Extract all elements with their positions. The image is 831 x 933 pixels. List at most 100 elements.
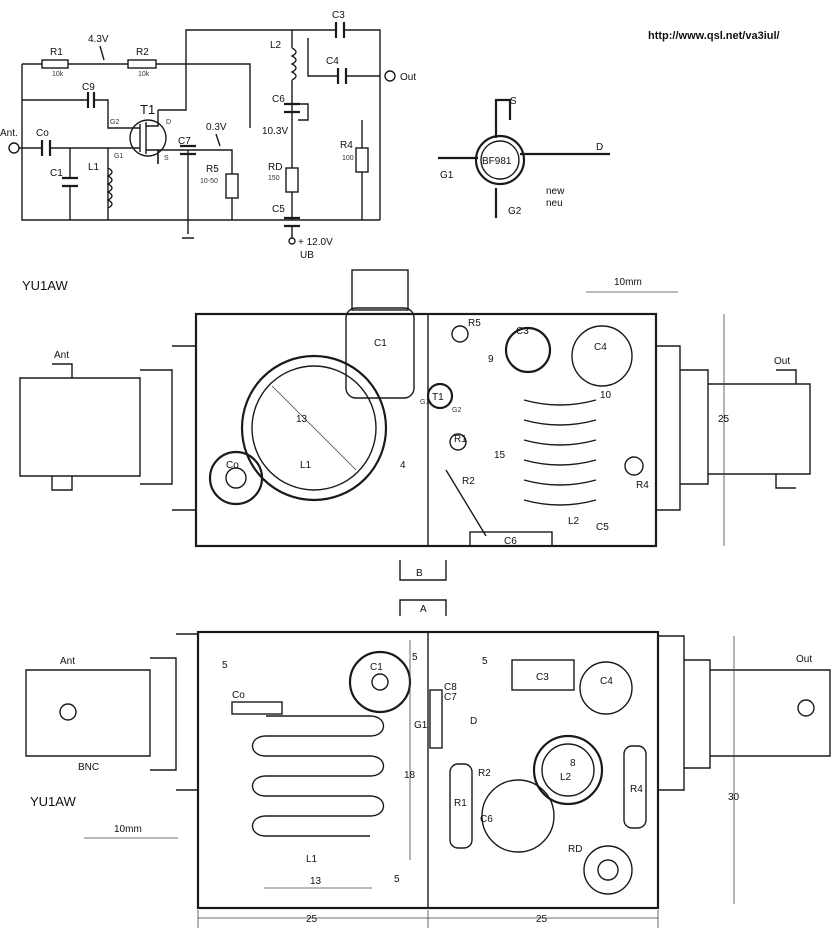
- source-url[interactable]: http://www.qsl.net/va3iul/: [648, 30, 780, 42]
- top-label-t1: T1: [432, 392, 444, 403]
- top-c1-cap: [351, 269, 409, 311]
- inductor-l1: [106, 167, 113, 209]
- bottom-label-c1: C1: [370, 662, 383, 673]
- capacitor-c3: [334, 22, 346, 38]
- bottom-label-c7: C7: [444, 692, 457, 703]
- top-label-r4: R4: [636, 480, 649, 491]
- top-co-trimmer: [208, 450, 264, 506]
- top-label-r5: R5: [468, 318, 481, 329]
- top-box: [194, 312, 658, 548]
- top-ant: Ant: [54, 350, 69, 361]
- bottom-label-rd: RD: [568, 844, 582, 855]
- resistor-r2: [127, 59, 157, 69]
- bottom-label-d: D: [470, 716, 477, 727]
- bf981-package: BF981 S D G1 G2 new neu: [438, 96, 610, 218]
- package-pin-g2: G2: [508, 206, 522, 217]
- top-t1: [426, 382, 454, 410]
- top-dim-9: 9: [488, 354, 494, 365]
- bottom-c6: [481, 779, 555, 853]
- label-out: Out: [400, 72, 416, 83]
- bottom-label-l2: L2: [560, 772, 572, 783]
- label-ant: Ant.: [0, 128, 18, 139]
- bottom-label-c3: C3: [536, 672, 549, 683]
- inductor-l2: [290, 47, 297, 81]
- top-l2-coil: [523, 399, 597, 506]
- label-s: S: [164, 155, 169, 162]
- top-dim-25: 25: [718, 414, 730, 425]
- top-l1-coil: [240, 354, 388, 502]
- top-label-c4: C4: [594, 342, 607, 353]
- top-dim-4: 4: [400, 460, 406, 471]
- label-c4: C4: [326, 56, 339, 67]
- voltage-supply: + 12.0V: [298, 237, 333, 248]
- top-layout: YU1AW 10mm Ant Out C1 L1 13 Co 4 T1 R5 R…: [19, 269, 811, 616]
- label-c1: C1: [50, 168, 63, 179]
- package-pin-g1: G1: [440, 170, 454, 181]
- value-r2: 10k: [138, 71, 150, 78]
- top-dim-10: 10: [600, 390, 612, 401]
- label-c6: C6: [272, 94, 285, 105]
- package-name: BF981: [482, 156, 512, 167]
- top-label-r1: R1: [454, 434, 467, 445]
- bottom-c1-trimmer: [348, 650, 412, 714]
- top-out: Out: [774, 356, 790, 367]
- section-mark-b: B: [416, 568, 423, 579]
- package-pin-s: S: [510, 96, 517, 107]
- resistor-r5: [225, 173, 239, 199]
- bottom-dim-8: 8: [570, 758, 576, 769]
- bottom-out: Out: [796, 654, 812, 665]
- bottom-dim-5c: 5: [482, 656, 488, 667]
- top-c4: [571, 325, 633, 387]
- label-c9: C9: [82, 82, 95, 93]
- bottom-dim-30: 30: [728, 792, 740, 803]
- schematic: R1 10k R2 10k 4.3V C9 Ant. Co C1 L1 T1 G…: [0, 10, 416, 261]
- label-ub: UB: [300, 250, 314, 261]
- bottom-dim-25b: 25: [536, 914, 548, 925]
- bottom-bnc: BNC: [78, 762, 99, 773]
- value-r1: 10k: [52, 71, 64, 78]
- bottom-ant: Ant: [60, 656, 75, 667]
- capacitor-c6: [284, 102, 300, 114]
- label-r2: R2: [136, 47, 149, 58]
- label-c3: C3: [332, 10, 345, 21]
- bottom-scale: 10mm: [114, 824, 142, 835]
- bottom-label-r1: R1: [454, 798, 467, 809]
- top-label-co: Co: [226, 460, 239, 471]
- top-label-c3: C3: [516, 326, 529, 337]
- bottom-r4: [623, 745, 647, 829]
- bottom-dim-5b: 5: [412, 652, 418, 663]
- package-pin-d: D: [596, 142, 603, 153]
- label-l1: L1: [88, 162, 100, 173]
- top-dim-13: 13: [296, 414, 308, 425]
- label-l2: L2: [270, 40, 282, 51]
- bottom-dim-5a: 5: [222, 660, 228, 671]
- label-g1: G1: [114, 153, 123, 160]
- capacitor-co: [40, 140, 52, 156]
- label-c7: C7: [178, 136, 191, 147]
- top-label-l2: L2: [568, 516, 580, 527]
- resistor-rd: [285, 167, 299, 193]
- bottom-dim-13: 13: [310, 876, 322, 887]
- output-jack: [384, 70, 396, 82]
- value-r4: 100: [342, 155, 354, 162]
- transistor-t1: [129, 119, 167, 157]
- value-rd: 150: [268, 175, 280, 182]
- bottom-l1-coil: [251, 715, 385, 837]
- bottom-label-g1: G1: [414, 720, 428, 731]
- top-label-c1: C1: [374, 338, 387, 349]
- bottom-label-c4: C4: [600, 676, 613, 687]
- label-rd: RD: [268, 162, 282, 173]
- resistor-r4: [355, 147, 369, 173]
- label-r5: R5: [206, 164, 219, 175]
- label-c5: C5: [272, 204, 285, 215]
- bottom-label-co: Co: [232, 690, 245, 701]
- bottom-label-l1: L1: [306, 854, 318, 865]
- top-label-l1: L1: [300, 460, 312, 471]
- voltage-10-3: 10.3V: [262, 126, 288, 137]
- capacitor-c9: [86, 92, 96, 108]
- bottom-l2-coil: [532, 734, 604, 806]
- bottom-dim-5d: 5: [394, 874, 400, 885]
- label-t1: T1: [140, 102, 155, 117]
- top-label-c5: C5: [596, 522, 609, 533]
